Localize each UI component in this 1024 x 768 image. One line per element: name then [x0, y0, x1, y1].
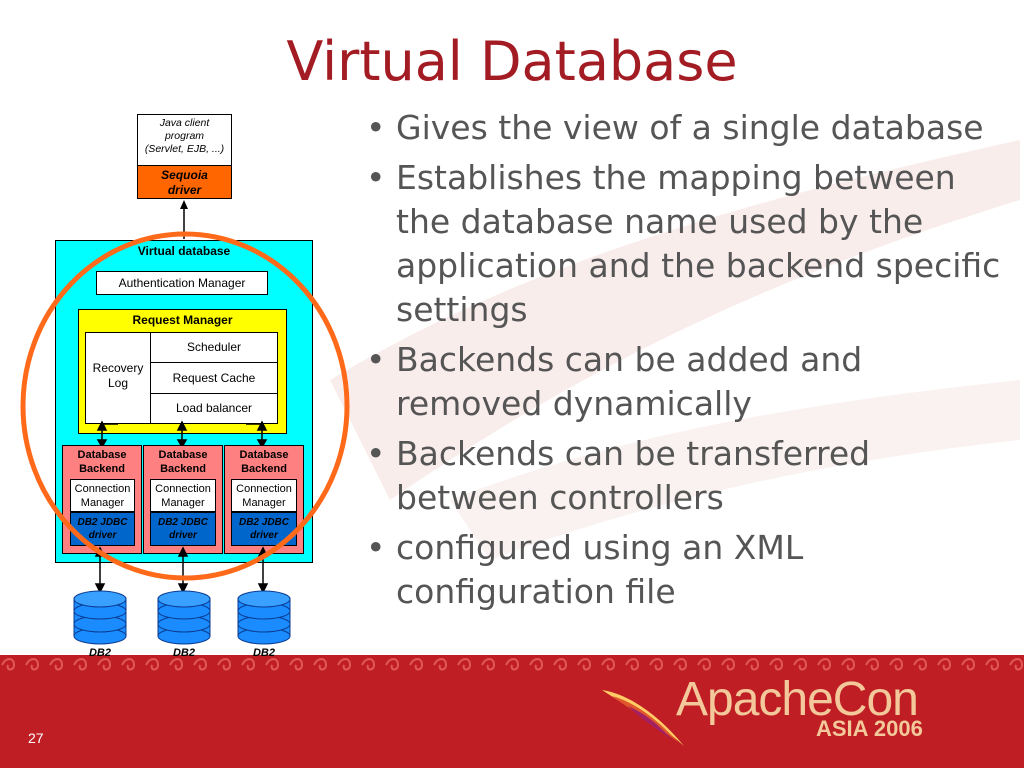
db-label: DB2 [88, 647, 111, 659]
bullet-item: Backends can be added and removed dynami… [362, 338, 1012, 426]
driver-label-1: Sequoia [161, 168, 208, 182]
connection-manager-label: Connection [74, 483, 131, 495]
sequoia-driver-box: Sequoia driver [137, 165, 232, 199]
footer-pattern [0, 655, 1024, 675]
request-cache-box: Request Cache [150, 362, 278, 394]
backend-connectors [96, 420, 268, 448]
backend-title: Backend [160, 463, 206, 475]
scheduler-label: Scheduler [186, 340, 242, 354]
db-label: DB2 [252, 647, 275, 659]
jdbc-driver-label: DB2 JDBC [157, 517, 208, 528]
connection-manager-label: Connection [236, 483, 292, 495]
connection-manager-2: Connection Manager [150, 479, 216, 512]
recovery-log-label-2: Log [107, 376, 129, 390]
java-client-box: Java client program (Servlet, EJB, ...) [137, 114, 232, 166]
connection-manager-label: Manager [161, 497, 205, 509]
jdbc-driver-label: driver [250, 530, 278, 541]
jdbc-driver-label: DB2 JDBC [238, 517, 289, 528]
backend-title: Backend [241, 463, 287, 475]
request-cache-label: Request Cache [172, 371, 256, 385]
auth-manager-label: Authentication Manager [118, 276, 246, 290]
client-label-3: (Servlet, EJB, ...) [144, 143, 225, 155]
load-balancer-label: Load balancer [175, 401, 253, 415]
virtual-database-label: Virtual database [137, 244, 231, 258]
connection-manager-label: Manager [242, 497, 286, 509]
highlight-circle [20, 231, 350, 581]
recovery-log-label-1: Recovery [92, 361, 144, 375]
bullet-item: Establishes the mapping between the data… [362, 156, 1012, 332]
recovery-log-box: Recovery Log [85, 332, 151, 424]
jdbc-driver-label: driver [88, 530, 117, 541]
client-label-2: program [164, 130, 205, 142]
request-manager-label: Request Manager [132, 313, 233, 327]
auth-manager-box: Authentication Manager [96, 271, 268, 295]
db2-cylinder-icon [237, 590, 291, 645]
apachecon-logo-subtitle: ASIA 2006 [816, 716, 923, 741]
load-balancer-box: Load balancer [150, 393, 278, 424]
connection-manager-label: Connection [155, 483, 211, 495]
bullet-list: Gives the view of a single database Esta… [362, 106, 1012, 620]
db2-cylinder-icon [73, 590, 127, 645]
driver-label-2: driver [167, 183, 202, 197]
backend-title: Database [77, 449, 127, 461]
apachecon-logo-text: ApacheCon [676, 673, 919, 726]
backend-title: Backend [79, 463, 125, 475]
bullet-item: Gives the view of a single database [362, 106, 1012, 150]
connection-manager-1: Connection Manager [70, 479, 135, 512]
client-label-1: Java client [159, 117, 210, 129]
connection-manager-3: Connection Manager [231, 479, 297, 512]
jdbc-driver-label: driver [169, 530, 197, 541]
db-label: DB2 [172, 647, 195, 659]
jdbc-driver-2: DB2 JDBC driver [150, 512, 216, 546]
backend-title: Database [158, 449, 208, 461]
scheduler-box: Scheduler [150, 332, 278, 363]
jdbc-driver-label: DB2 JDBC [77, 517, 128, 528]
backend-title: Database [239, 449, 289, 461]
bullet-item: Backends can be transferred between cont… [362, 432, 1012, 520]
bullet-item: configured using an XML configuration fi… [362, 526, 1012, 614]
db2-cylinder-icon [157, 590, 211, 645]
page-number: 27 [28, 730, 44, 746]
page-title: Virtual Database [286, 30, 738, 93]
apache-feather-icon [602, 690, 684, 746]
connection-manager-label: Manager [80, 497, 125, 509]
